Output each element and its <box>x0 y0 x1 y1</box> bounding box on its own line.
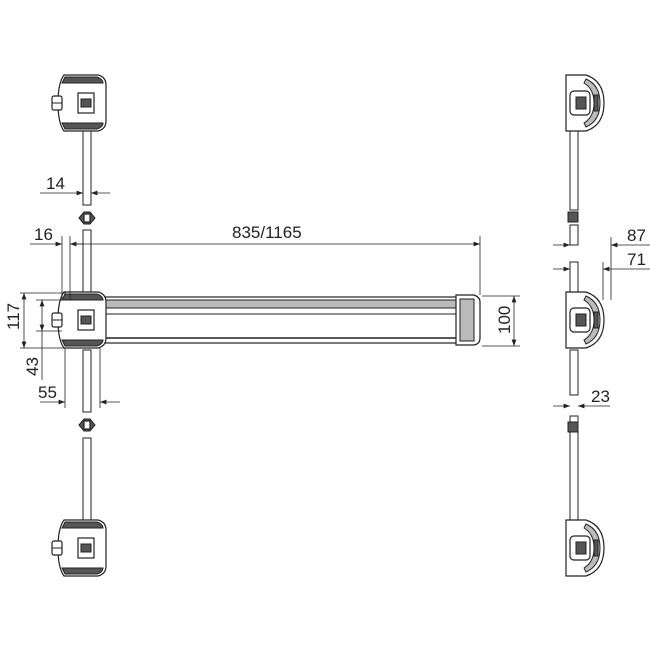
side-center-lock <box>565 291 605 349</box>
svg-text:55: 55 <box>38 383 57 402</box>
dim-bar-length: 835/1165 <box>232 223 302 242</box>
side-view: 87 71 23 <box>553 74 650 577</box>
svg-text:23: 23 <box>591 387 610 406</box>
top-lock <box>51 74 107 132</box>
dimension-87: 87 <box>553 226 650 300</box>
dimension-43: 43 <box>23 299 62 380</box>
rod-connector-bottom <box>78 418 96 432</box>
svg-text:14: 14 <box>46 174 65 193</box>
dim-16: 16 <box>34 225 53 244</box>
dimension-100: 100 <box>482 295 520 347</box>
side-rod <box>567 129 579 523</box>
bottom-lock <box>51 519 107 577</box>
svg-text:117: 117 <box>4 303 23 330</box>
dimension-117: 117 <box>4 292 66 349</box>
svg-text:87: 87 <box>627 226 646 245</box>
dimension-23: 23 <box>553 387 610 409</box>
dimension-55: 55 <box>38 348 120 408</box>
rod-connector-top <box>78 211 96 225</box>
front-view: 14 16 835/1165 117 43 <box>4 74 520 577</box>
svg-text:100: 100 <box>495 306 514 334</box>
svg-text:43: 43 <box>23 357 42 376</box>
dimension-16-and-length: 16 835/1165 <box>30 223 481 300</box>
push-bar <box>99 294 481 346</box>
side-top-lock <box>565 74 605 132</box>
dimension-14: 14 <box>40 174 110 196</box>
side-bottom-lock <box>565 519 605 577</box>
svg-text:71: 71 <box>627 250 646 269</box>
dimension-71: 71 <box>553 250 650 300</box>
